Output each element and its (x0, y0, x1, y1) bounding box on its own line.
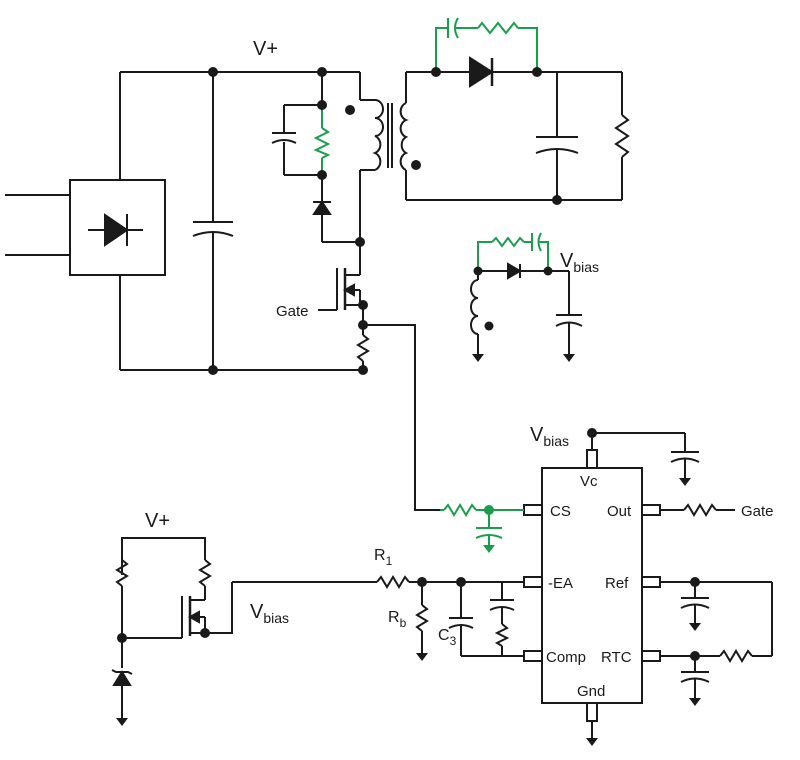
r1-label: R1 (374, 547, 393, 568)
pin-label-vc: Vc (580, 473, 598, 490)
c3-capacitor-icon (448, 617, 474, 629)
junction-dots (208, 67, 562, 375)
ground-icon (562, 343, 576, 363)
ground-icon (688, 612, 702, 632)
bias-polarity-dot (484, 321, 494, 331)
ground-icon (688, 687, 702, 707)
pullup-resistor-icon (198, 559, 212, 587)
vbias-ic-label: Vbias (530, 424, 569, 449)
gate-output-label: Gate (741, 503, 774, 520)
ground-icon (483, 545, 495, 553)
ref-capacitor-icon (680, 597, 710, 609)
bias-winding-coil-icon (470, 279, 479, 335)
startup-resistor-icon (115, 559, 129, 587)
compensation-resistor-icon (494, 623, 510, 647)
pin-label-out: Out (607, 503, 632, 520)
rc-snubber-highlight (313, 17, 538, 175)
ground-icon (415, 642, 429, 662)
v-plus-bottom-label: V+ (145, 510, 170, 532)
ground-icon (115, 707, 129, 727)
ground-icon (678, 467, 692, 487)
primary-mosfet-icon (318, 262, 361, 311)
bulk-capacitor-icon (192, 72, 234, 370)
bias-diode-icon (507, 262, 522, 280)
ground-icon (585, 727, 599, 747)
transformer-polarity-dot (345, 105, 355, 115)
bias-rc-highlight (477, 232, 549, 271)
snubber-capacitor-icon (271, 132, 297, 144)
c3-label: C3 (438, 627, 457, 648)
vc-decoupling-capacitor-icon (670, 451, 700, 463)
v-plus-label: V+ (253, 38, 278, 60)
output-diode-icon (469, 56, 494, 88)
r1-resistor-icon (376, 575, 410, 589)
vbias-label: Vbias (560, 250, 599, 275)
gate-label: Gate (276, 303, 309, 320)
current-sense-trace (363, 324, 440, 511)
pin-label-rtc: RTC (601, 649, 632, 666)
transformer-polarity-dot (411, 160, 421, 170)
rb-label: Rb (388, 609, 407, 630)
timing-resistor-icon (719, 649, 753, 663)
bridge-rectifier-icon (69, 179, 166, 276)
sense-resistor-icon (356, 334, 370, 362)
load-resistor-icon (614, 114, 630, 158)
controller-ic (232, 432, 773, 730)
snubber-diode-icon (312, 200, 332, 215)
ground-icon (471, 343, 485, 363)
pin-label-cs: CS (550, 503, 571, 520)
pin-label-ea: -EA (548, 575, 573, 592)
pin-label-gnd: Gnd (577, 683, 605, 700)
zener-diode-icon (111, 669, 133, 686)
pin-label-ref: Ref (605, 575, 629, 592)
cs-filter-highlight (440, 503, 524, 545)
vbias-left-label: Vbias (250, 601, 289, 626)
power-stage (5, 56, 630, 511)
timing-capacitor-icon (680, 671, 710, 683)
pin-label-comp: Comp (546, 649, 586, 666)
compensation-capacitor-icon (489, 599, 515, 611)
output-capacitor-icon (535, 72, 579, 200)
rb-resistor-icon (415, 604, 429, 632)
bias-startup-circuit (111, 537, 233, 712)
transformer-icon (372, 99, 409, 171)
